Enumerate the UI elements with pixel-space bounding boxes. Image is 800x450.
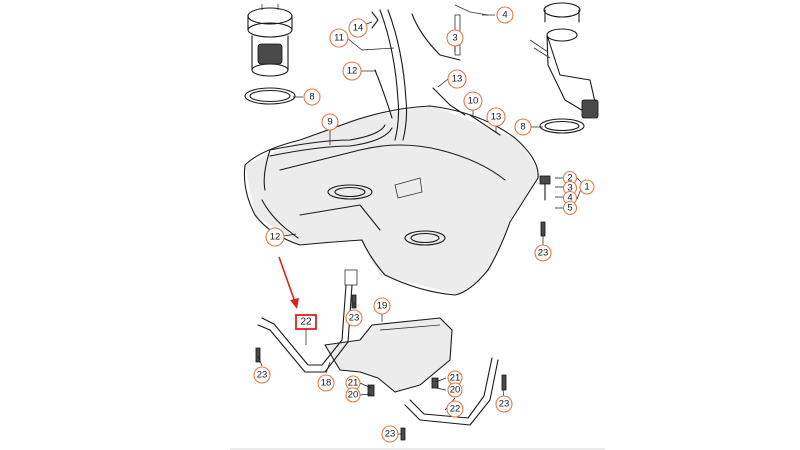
red-arrow bbox=[278, 256, 296, 303]
callout-label: 23 bbox=[538, 248, 549, 259]
callout-10: 10 bbox=[463, 91, 483, 111]
callout-label: 20 bbox=[450, 385, 461, 396]
callout-label: 11 bbox=[334, 33, 344, 44]
callout-label: 13 bbox=[452, 74, 463, 85]
diagram-lineart bbox=[243, 2, 599, 441]
callout-label: 21 bbox=[348, 378, 359, 389]
callout-14: 14 bbox=[348, 18, 368, 38]
callout-13-a: 13 bbox=[447, 69, 467, 89]
callout-label: 5 bbox=[567, 203, 572, 214]
callout-label: 23 bbox=[385, 429, 396, 440]
callout-label: 21 bbox=[450, 373, 461, 384]
callout-3-top: 3 bbox=[446, 29, 464, 47]
callout-label: 4 bbox=[502, 10, 507, 21]
callout-4-top: 4 bbox=[496, 6, 514, 24]
callout-label: 13 bbox=[491, 112, 502, 123]
callout-5: 5 bbox=[562, 200, 578, 216]
callout-label: 10 bbox=[468, 96, 479, 107]
callout-label: 14 bbox=[353, 23, 364, 34]
callout-13-b: 13 bbox=[486, 107, 506, 127]
callout-8-left: 8 bbox=[303, 88, 321, 106]
callout-label: 19 bbox=[377, 301, 388, 312]
callout-label: 23 bbox=[349, 313, 360, 324]
callout-21-right: 21 bbox=[447, 370, 463, 386]
callout-8-right: 8 bbox=[514, 118, 532, 136]
callout-20-left: 20 bbox=[345, 387, 361, 403]
callout-label: 18 bbox=[321, 378, 332, 389]
callout-1: 1 bbox=[579, 179, 595, 195]
highlight-annotation: 22 bbox=[278, 256, 317, 345]
right-locking-ring bbox=[539, 118, 585, 134]
callout-23-left: 23 bbox=[253, 366, 271, 384]
callout-9: 9 bbox=[321, 113, 339, 131]
callout-23-mid: 23 bbox=[345, 309, 363, 327]
callout-20-right: 20 bbox=[447, 382, 463, 398]
callout-label: 8 bbox=[309, 92, 314, 103]
right-bracket bbox=[539, 175, 551, 201]
callout-18: 18 bbox=[317, 374, 335, 392]
callout-23-right-lower: 23 bbox=[495, 395, 513, 413]
callout-label: 12 bbox=[270, 232, 281, 243]
callout-label: 20 bbox=[348, 390, 359, 401]
vent-hose bbox=[261, 124, 393, 239]
callout-label: 3 bbox=[567, 183, 572, 194]
callout-label: 3 bbox=[452, 33, 457, 44]
callout-12-left: 12 bbox=[265, 227, 285, 247]
right-tank-strap bbox=[404, 357, 499, 426]
callout-label: 9 bbox=[327, 117, 332, 128]
left-fuel-pump bbox=[247, 4, 293, 77]
callout-label: 23 bbox=[257, 370, 268, 381]
callout-19: 19 bbox=[373, 297, 391, 315]
heat-shield bbox=[324, 317, 453, 393]
callout-12-top: 12 bbox=[342, 61, 362, 81]
callout-label: 12 bbox=[347, 66, 358, 77]
red-arrowhead bbox=[290, 298, 299, 309]
highlight-box-label: 22 bbox=[300, 317, 312, 328]
callout-label: 2 bbox=[567, 173, 572, 184]
callout-label: 8 bbox=[520, 122, 525, 133]
callout-11: 11 bbox=[329, 28, 349, 48]
callout-21-left: 21 bbox=[345, 375, 361, 391]
bolts bbox=[255, 221, 546, 441]
fuel-lines bbox=[371, 4, 501, 141]
fuel-tank bbox=[243, 105, 540, 296]
right-fuel-pump bbox=[529, 2, 599, 119]
callout-label: 22 bbox=[450, 404, 461, 415]
callout-label: 1 bbox=[584, 182, 589, 193]
left-locking-ring bbox=[244, 87, 296, 105]
callout-23-right-upper: 23 bbox=[534, 244, 552, 262]
callout-label: 4 bbox=[567, 193, 572, 204]
callout-22-right: 22 bbox=[446, 400, 464, 418]
callout-23-bottom: 23 bbox=[381, 425, 399, 443]
callout-label: 23 bbox=[499, 399, 510, 410]
left-tank-strap bbox=[257, 269, 358, 373]
